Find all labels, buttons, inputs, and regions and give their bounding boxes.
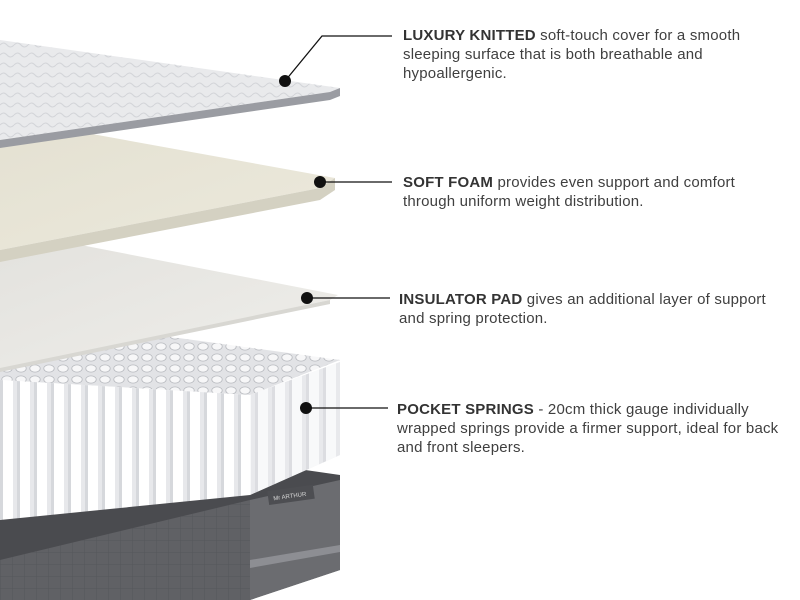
- layer-name: INSULATOR PAD: [399, 291, 523, 308]
- layer-name: POCKET SPRINGS: [397, 401, 534, 418]
- leader-line-1: [279, 35, 392, 87]
- layer-description: gives an additional layer of support and…: [399, 291, 766, 327]
- callout-dot-4: [300, 402, 312, 414]
- layer-description: provides even support and comfort throug…: [403, 174, 736, 210]
- callout-dot-2: [314, 176, 326, 188]
- layer-name: SOFT FOAM: [403, 174, 494, 191]
- brand-label: [267, 484, 315, 505]
- callout-pocket-springs: POCKET SPRINGS - 20cm thick gauge indivi…: [397, 400, 792, 457]
- callout-dot-3: [301, 292, 313, 304]
- leader-line-4: [300, 402, 388, 414]
- mattress-base: Mr ARTHUR: [0, 462, 340, 600]
- layer-description: - 20cm thick gauge individually wrapped …: [397, 401, 779, 456]
- brand-label-text: Mr ARTHUR: [273, 492, 307, 503]
- pocket-springs-layer: [0, 330, 340, 520]
- leader-line-2: [314, 176, 392, 188]
- callout-dot-1: [279, 75, 291, 87]
- leader-line-3: [301, 292, 390, 304]
- insulator-pad-layer: [0, 240, 338, 372]
- knitted-cover-layer: [0, 40, 340, 148]
- soft-foam-layer: [0, 130, 335, 262]
- layer-description: soft-touch cover for a smooth sleeping s…: [403, 27, 741, 82]
- callout-soft-foam: SOFT FOAM provides even support and comf…: [403, 173, 788, 211]
- callout-luxury-knitted: LUXURY KNITTED soft-touch cover for a sm…: [403, 26, 788, 83]
- layer-name: LUXURY KNITTED: [403, 27, 536, 44]
- callout-insulator-pad: INSULATOR PAD gives an additional layer …: [399, 290, 789, 328]
